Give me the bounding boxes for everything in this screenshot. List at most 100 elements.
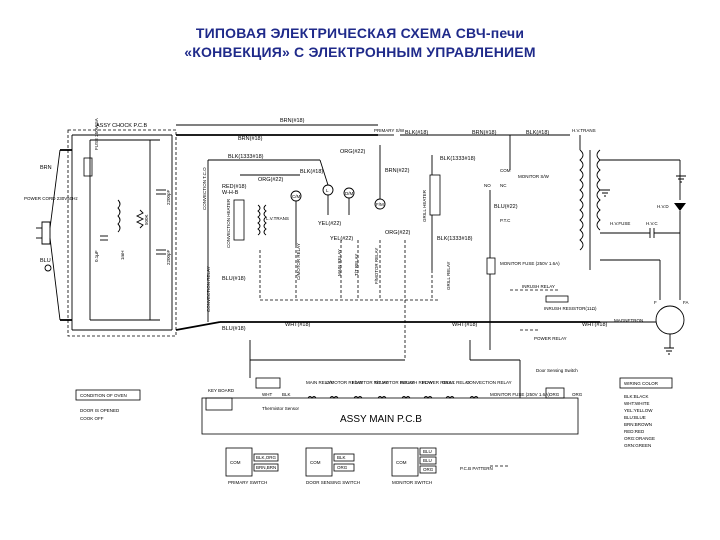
wire-blu18-a: BLU(#18) <box>222 276 246 282</box>
hv-fuse-label: H.V.FUSE <box>610 221 630 226</box>
sw-door-com: COM <box>310 460 321 465</box>
switch-primary: COM BLK,ORG BRN,BRN PRIMARY SWITCH <box>225 447 279 485</box>
monitor-section: BLK(#18) COM NO NC MONITOR S/W BLU(#22) … <box>484 130 597 350</box>
sw-monitor-com: COM <box>396 460 407 465</box>
hv-trans-primary-icon <box>579 149 584 251</box>
wire-red18: RED(#18) <box>222 184 247 190</box>
pcb-org-1: ORG <box>549 392 560 397</box>
hvd-diode-icon <box>674 203 686 211</box>
wire-blk1333-c: BLK(1333#18) <box>437 236 473 242</box>
choke-cap1-label: 0.1µF <box>94 250 99 262</box>
grill-heater-label: GRILL HEATER <box>422 189 427 222</box>
ground-icon <box>44 264 52 272</box>
wire-yel22-b: YEL(#22) <box>330 236 353 242</box>
fa-label: FA <box>683 300 689 305</box>
main-pcb: ASSY MAIN P.C.B KEY BOARD WHT BLK Thermi… <box>201 360 583 435</box>
wire-brn18-a: BRN(#18) <box>280 118 305 124</box>
wiring-color-7: GRN:GREEN <box>624 443 651 448</box>
thermistor-blk-label: BLK <box>282 392 291 397</box>
relay-label-2: F/MOTOR RELAY <box>352 380 388 385</box>
conv-heater-icon <box>233 199 245 241</box>
diagram-title-line2: «КОНВЕКЦИЯ» С ЭЛЕКТРОННЫМ УПРАВЛЕНИЕМ <box>184 44 536 60</box>
wiring-color-legend: WIRING COLOR BLK:BLACK WHT:WHITE YEL:YEL… <box>619 377 673 448</box>
key-board-label: KEY BOARD <box>208 388 235 393</box>
power-cord-label: POWER CORD 230V50Hz <box>24 196 79 201</box>
monitor-sw-label: MONITOR S/W <box>518 174 550 179</box>
wire-blu18-b: BLU(#18) <box>222 326 246 332</box>
key-board-connector <box>205 397 233 411</box>
condition-box: CONDITION OF OVEN DOOR IS OPENED COOK OF… <box>75 389 141 421</box>
wire-brn18-b: BRN(#18) <box>238 136 263 142</box>
lamp-label: L <box>326 188 329 193</box>
relay-label-0: MAIN RELAY <box>306 380 333 385</box>
convection-section: CONVECTION T.C.O CONVECTION HEATER L.V.T… <box>202 167 440 301</box>
wire-wht18-b: WHT(#18) <box>452 322 478 328</box>
hvc-label: H.V.C <box>646 221 658 226</box>
thermistor-icon <box>255 377 281 389</box>
wire-blk18-c: BLK(#18) <box>526 130 549 136</box>
hvd-label: H.V.D <box>657 204 669 209</box>
choke-res-label: 500K <box>144 214 149 225</box>
primary-sw-label: PRIMARY S/W <box>374 128 405 133</box>
wire-brn18-c: BRN(#18) <box>472 130 497 136</box>
choke-coil-icon <box>117 199 121 233</box>
wire-org22-b: ORG(#22) <box>340 149 366 155</box>
wiring-color-2: YEL:YELLOW <box>624 408 653 413</box>
c-motor-relay-label: C/MOTOR RELAY <box>296 243 301 280</box>
choke-resistor-icon <box>135 209 145 229</box>
wiring-color-5: RED:RED <box>624 429 645 434</box>
condition-header: CONDITION OF OVEN <box>80 393 127 398</box>
cm-label: C/M <box>292 194 301 199</box>
choke-fuse-label: FUSE 250V15A <box>94 118 99 150</box>
lv-trans-label: L.V.TRANS <box>266 216 289 221</box>
sw-primary-t1: BLK,ORG <box>256 455 277 460</box>
fuse-icon <box>83 157 93 177</box>
hv-trans-label: H.V.TRANS <box>572 128 596 133</box>
plug-icon <box>41 221 51 245</box>
fm-label: F/M <box>376 202 384 207</box>
choke-cap3-label: 2200pF <box>166 249 171 265</box>
monitor-fuse-icon <box>486 257 496 275</box>
door-sensing-label: Door Sensing Switch <box>536 368 578 373</box>
relay-label-7: CONVECTION RELAY <box>466 380 512 385</box>
grill-heater-icon <box>429 174 441 216</box>
switch-monitor: COM BLU BLU ORG MONITOR SWITCH <box>391 447 437 485</box>
wire-org22-a: ORG(#22) <box>258 177 284 183</box>
ptc-label: P.T.C <box>500 218 511 223</box>
conv-heater-label: CONVECTION HEATER <box>226 198 231 248</box>
wiring-color-1: WHT:WHITE <box>624 401 650 406</box>
choke-board-label: ASSY CHOCK P.C.B <box>96 123 147 129</box>
dm-label: D/M <box>345 191 354 196</box>
conv-tco-label: CONVECTION T.C.O <box>202 167 207 210</box>
thermistor-label: Thermistor Sensor <box>262 406 300 411</box>
magnetron-label: MAGNETRON <box>614 318 643 323</box>
no-label: NO <box>484 183 491 188</box>
choke-coil-label: 1mH <box>120 250 125 260</box>
magnetron-icon <box>655 305 685 335</box>
relay-label-5: POWER RELAY <box>422 380 455 385</box>
ground-icon-3 <box>600 189 610 197</box>
ground-icon-4 <box>664 347 674 355</box>
relay-label-3: T/T MOTOR RELAY <box>374 380 414 385</box>
nc-label: NC <box>500 183 507 188</box>
top-wires: BRN(#18) BRN(#18) BLK(1333#18) RED(#18) … <box>175 118 608 332</box>
pcb-org-connector-1 <box>545 387 565 399</box>
relay-label-4: INRUSH RELAY <box>400 380 433 385</box>
condition-line2: COOK OFF <box>80 416 104 421</box>
sw-monitor-t1: BLU <box>423 449 432 454</box>
f-motor-relay-label: F/MOTOR RELAY <box>374 248 379 284</box>
monitor-fuse-label: MONITOR FUSE (250V 1.6A) <box>500 261 560 266</box>
condition-line1: DOOR IS OPENED <box>80 408 120 413</box>
choke-board: ASSY CHOCK P.C.B FUSE 250V15A 0.1µF 1mH … <box>60 118 177 337</box>
wiring-color-header: WIRING COLOR <box>624 381 659 386</box>
wire-blu22: BLU(#22) <box>494 204 518 210</box>
relay-label-6: GRILL RELAY <box>442 380 471 385</box>
resistor-icon <box>545 295 569 303</box>
sw-monitor-t2: BLU <box>423 458 432 463</box>
resistor-label: INRUSH RESISTOR(11Ω) <box>544 306 597 311</box>
sw-primary-name: PRIMARY SWITCH <box>228 480 267 485</box>
wire-blk18-b: BLK(#18) <box>405 130 428 136</box>
lv-trans-icon <box>257 204 261 236</box>
wire-brn22: BRN(#22) <box>385 168 410 174</box>
wire-blk1333-a: BLK(1333#18) <box>228 154 264 160</box>
